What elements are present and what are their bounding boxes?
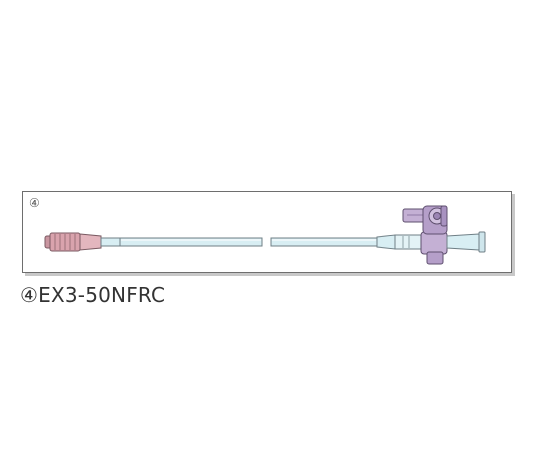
three-way-stopcock-icon bbox=[376, 205, 486, 265]
panel-marker-label: ④ bbox=[29, 196, 40, 210]
product-code-caption: ④EX3-50NFRC bbox=[20, 283, 166, 307]
extension-tube-icon bbox=[119, 237, 378, 247]
luer-lock-connector-icon bbox=[44, 232, 122, 252]
product-illustration-panel: ④ bbox=[22, 191, 512, 273]
extension-tube-drawing bbox=[44, 205, 486, 265]
